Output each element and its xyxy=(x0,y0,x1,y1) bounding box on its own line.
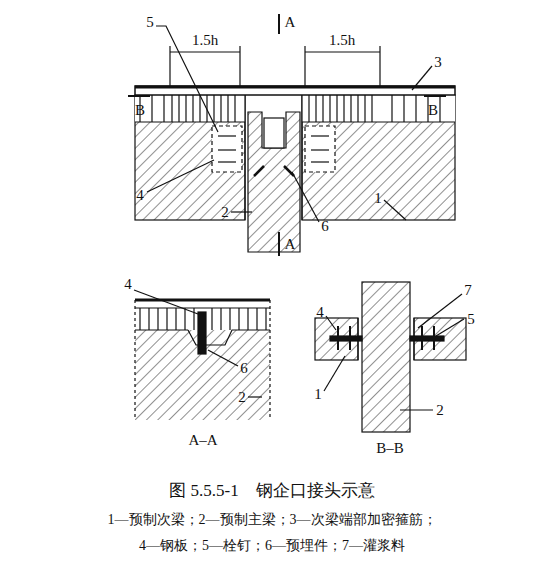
stirrup xyxy=(151,95,152,122)
stirrup xyxy=(350,95,351,122)
stirrup xyxy=(213,95,214,122)
callout-number: A xyxy=(285,14,296,31)
stirrup xyxy=(357,95,358,122)
stirrup xyxy=(220,308,221,330)
stirrup xyxy=(211,308,212,330)
callout-number: 4 xyxy=(124,276,132,293)
stirrup xyxy=(199,95,200,122)
stirrup xyxy=(184,308,185,330)
stirrup xyxy=(439,95,440,122)
stirrup xyxy=(157,308,158,330)
stirrup xyxy=(166,308,167,330)
stirrup xyxy=(315,95,316,122)
callout-number: 2 xyxy=(221,204,229,221)
stirrup xyxy=(229,308,230,330)
callout-number: 2 xyxy=(238,389,246,406)
stirrup xyxy=(371,95,372,122)
callout-number: 3 xyxy=(434,54,442,71)
stirrup xyxy=(256,308,257,330)
callout-number: 7 xyxy=(464,282,472,299)
stirrup xyxy=(148,308,149,330)
stirrup xyxy=(415,95,416,122)
callout-number: 1 xyxy=(374,190,382,207)
stirrup xyxy=(322,95,323,122)
callout-number: 2 xyxy=(436,402,444,419)
callout-number: 1.5h xyxy=(329,32,355,49)
stirrup xyxy=(163,95,164,122)
figure-caption: 图 5.5.5-1 钢企口接头示意 xyxy=(169,479,374,502)
legend-note: 4—钢板；5—栓钉；6—预埋件；7—灌浆料 xyxy=(139,538,405,553)
stirrup xyxy=(308,95,309,122)
stirrup xyxy=(247,308,248,330)
callout-number: 5 xyxy=(467,311,475,328)
stirrup xyxy=(171,95,172,122)
stirrup xyxy=(234,95,235,122)
stirrup xyxy=(403,95,404,122)
stirrup xyxy=(265,308,266,330)
callout-number: 6 xyxy=(321,218,329,235)
stirrup xyxy=(220,95,221,122)
stirrup xyxy=(178,95,179,122)
stirrup xyxy=(364,95,365,122)
callout-number: 4 xyxy=(136,187,144,204)
stirrup xyxy=(238,308,239,330)
callout-number: 4 xyxy=(316,304,324,321)
stirrup xyxy=(193,308,194,330)
callout-number: B xyxy=(135,102,145,119)
stirrup xyxy=(192,95,193,122)
stirrup xyxy=(185,95,186,122)
stirrup xyxy=(343,95,344,122)
stirrup xyxy=(336,95,337,122)
callout-number: 6 xyxy=(240,360,248,377)
callout-number: A xyxy=(285,236,296,253)
section-title: A–A xyxy=(188,432,217,449)
section-title: B–B xyxy=(376,440,404,457)
callout-number: 1 xyxy=(314,386,322,403)
callout-number: 1.5h xyxy=(192,32,218,49)
callout-number: B xyxy=(428,102,438,119)
stirrup xyxy=(139,308,140,330)
callout-number: 5 xyxy=(146,14,154,31)
stirrup xyxy=(391,95,392,122)
stirrup xyxy=(329,95,330,122)
legend-note: 1—预制次梁；2—预制主梁；3—次梁端部加密箍筋； xyxy=(108,512,437,527)
stirrup xyxy=(175,308,176,330)
stirrup xyxy=(227,95,228,122)
